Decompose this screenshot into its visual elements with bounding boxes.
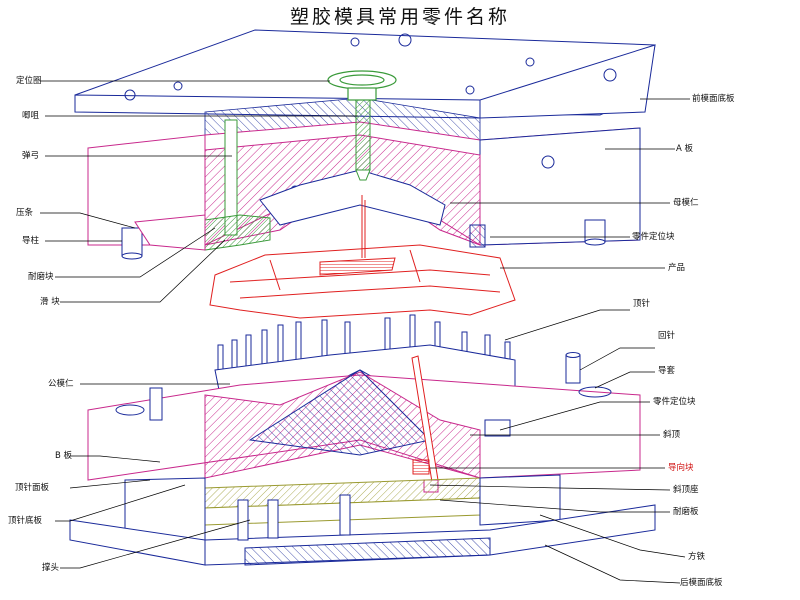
guide-pillar-upper [121,219,606,260]
label-locating-ring: 定位圈 [16,76,42,86]
slider-assembly [134,119,271,251]
label-wear-plate-left: 耐磨块 [28,272,54,282]
b-plate [87,369,641,481]
label-spring: 弹弓 [22,151,40,161]
guide-bush-post [149,387,163,421]
label-lifter-seat: 斜顶座 [673,485,699,495]
label-guide-bush: 导套 [658,366,676,376]
label-return-pin: 回针 [658,331,676,341]
label-top-clamp-plate: 前模面底板 [692,94,735,104]
bottom-clamp-plate [69,504,656,566]
label-guide-pillar: 导柱 [22,236,40,246]
parting-lock-lower [484,419,511,437]
label-parting-lock-bottom: 零件定位块 [653,397,696,407]
leader-lines [40,80,690,584]
product [209,195,516,319]
label-sprue-bush: 唧咀 [22,111,40,121]
label-ejector-retainer-plate: 顶针面板 [15,483,50,493]
label-wear-plate-right: 耐磨板 [673,507,699,517]
return-pin [565,352,581,384]
sprue-bush [355,99,371,181]
label-b-plate: B 板 [55,451,73,461]
label-ejector-base-plate: 顶针底板 [8,516,43,526]
parting-lock-upper [469,224,486,248]
label-pressure-strip: 压条 [16,208,34,218]
cavity-insert [259,169,446,226]
label-ejector-pin: 顶针 [633,299,651,309]
label-slider: 滑 块 [40,297,60,307]
label-cavity-insert: 母模仁 [673,198,699,208]
support-pillars [237,494,351,541]
label-core-insert: 公模仁 [48,379,74,389]
locating-ring [327,70,397,101]
label-lifter-guide: 导向块 [668,463,694,473]
label-product: 产品 [668,263,686,273]
label-spacer-block: 方铁 [688,552,706,562]
label-support-pillar: 撑头 [42,563,60,573]
label-parting-lock-top: 零件定位块 [632,232,675,242]
diagram-title: 塑胶模具常用零件名称 [289,6,510,28]
label-a-plate: A 板 [676,144,694,154]
label-lifter: 斜顶 [663,430,681,440]
label-bottom-clamp-plate: 后模面底板 [680,578,723,588]
